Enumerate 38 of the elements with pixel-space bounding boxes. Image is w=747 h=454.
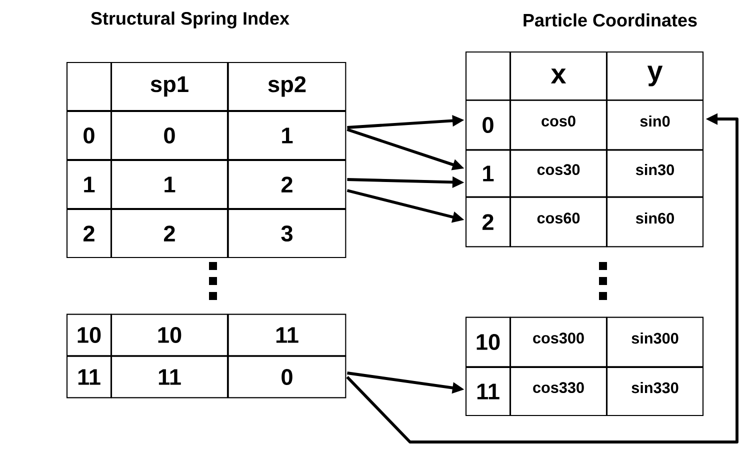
table-cell: 0 [228, 356, 346, 398]
table-cell: 11 [66, 356, 112, 398]
table-cell: 10 [66, 314, 112, 356]
table-cell: 11 [110, 356, 228, 398]
table-cell: 0 [110, 110, 228, 160]
table-cell: 2 [465, 196, 511, 248]
table-cell [66, 62, 112, 112]
table-cell [465, 51, 511, 101]
table-cell: sin330 [606, 366, 704, 416]
table-cell: 3 [228, 208, 346, 258]
table-cell: x [510, 51, 608, 101]
table-cell: sin30 [606, 150, 704, 198]
table-cell: cos330 [510, 366, 608, 416]
table-cell: sin60 [606, 196, 704, 248]
table-cell: sp1 [110, 62, 228, 112]
table-cell: 2 [228, 160, 346, 210]
table-title: Structural Spring Index [91, 12, 290, 28]
table-cell: 1 [228, 110, 346, 160]
table-cell: 2 [110, 208, 228, 258]
table-cell: cos300 [510, 316, 608, 368]
table-cell: sp2 [228, 62, 346, 112]
table-cell: 1 [465, 150, 511, 198]
table-cell: 2 [66, 208, 112, 258]
table-cell: 11 [465, 366, 511, 416]
table-cell: 0 [66, 110, 112, 160]
table-cell: 1 [66, 160, 112, 210]
table-cell: cos30 [510, 150, 608, 198]
table-cell: 0 [465, 100, 511, 150]
table-cell: cos0 [510, 100, 608, 150]
table-cell: 1 [110, 160, 228, 210]
table-cell: 10 [465, 316, 511, 368]
table-cell: cos60 [510, 196, 608, 248]
table-cell: sin300 [606, 316, 704, 368]
table-cell: 11 [228, 314, 346, 356]
table-cell: y [606, 51, 704, 101]
table-cell: sin0 [606, 100, 704, 150]
table-cell: 10 [110, 314, 228, 356]
table-title: Particle Coordinates [524, 13, 697, 27]
